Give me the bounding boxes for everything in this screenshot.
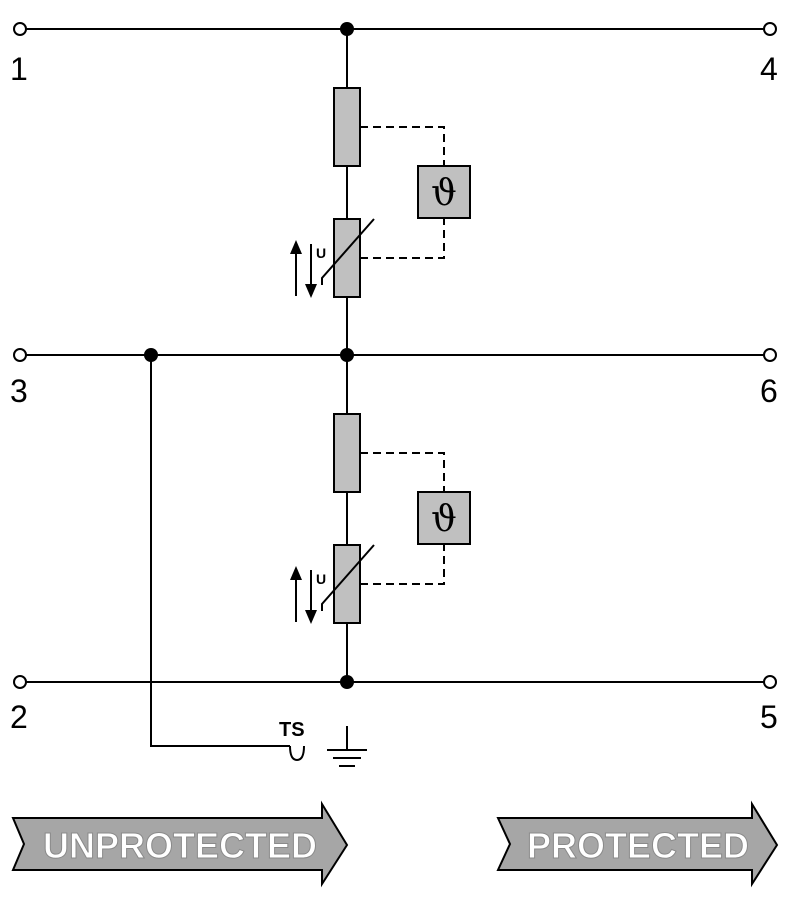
terminal-3-circle	[13, 348, 27, 362]
lower-varistor-slash	[321, 544, 375, 611]
terminal-2-label: 2	[10, 699, 28, 735]
lower-varistor-u-label: U	[316, 571, 326, 587]
lower-voltage-arrows-icon	[290, 566, 317, 624]
terminal-2-circle	[13, 675, 27, 689]
terminal-6-label: 6	[760, 373, 778, 409]
ts-contact: TS	[279, 719, 305, 762]
junction-dot	[340, 22, 354, 36]
protected-arrow: PROTECTED	[496, 800, 779, 888]
lower-varistor	[333, 544, 361, 624]
terminal-6-circle	[763, 348, 777, 362]
terminal-5-label: 5	[760, 699, 778, 735]
terminal-1-label: 1	[10, 51, 28, 87]
terminal-4-label: 4	[760, 51, 778, 87]
lower-protection-stage: U ϑ	[290, 413, 471, 624]
protected-arrow-label: PROTECTED	[527, 825, 749, 866]
upper-protection-stage: U ϑ	[290, 87, 471, 298]
unprotected-arrow-label: UNPROTECTED	[43, 825, 317, 866]
upper-voltage-arrows-icon	[290, 240, 317, 298]
ts-contact-icon	[289, 745, 305, 762]
ground-icon	[327, 726, 367, 767]
ts-wire	[150, 355, 290, 747]
unprotected-arrow-shape	[11, 800, 349, 888]
lower-thermal-monitor	[417, 491, 471, 545]
junction-dot	[144, 348, 158, 362]
terminal-4-circle	[763, 22, 777, 36]
lower-varistor-coupling	[360, 544, 445, 585]
ts-label: TS	[279, 719, 305, 741]
terminal-5-circle	[763, 675, 777, 689]
upper-varistor	[333, 218, 361, 298]
protected-arrow-shape	[496, 800, 779, 888]
upper-varistor-coupling	[360, 218, 445, 259]
lower-fuse-coupling	[360, 452, 445, 492]
junction-dot	[340, 675, 354, 689]
upper-fuse-coupling	[360, 126, 445, 166]
terminal-3-label: 3	[10, 373, 28, 409]
junction-dot	[340, 348, 354, 362]
upper-thermal-monitor	[417, 165, 471, 219]
upper-varistor-u-label: U	[316, 245, 326, 261]
lower-fuse-element	[333, 413, 361, 493]
upper-fuse-element	[333, 87, 361, 167]
upper-varistor-slash	[321, 218, 375, 285]
lower-thermal-symbol: ϑ	[431, 499, 457, 540]
terminal-1-circle	[13, 22, 27, 36]
unprotected-arrow: UNPROTECTED	[11, 800, 349, 888]
upper-thermal-symbol: ϑ	[431, 173, 457, 214]
